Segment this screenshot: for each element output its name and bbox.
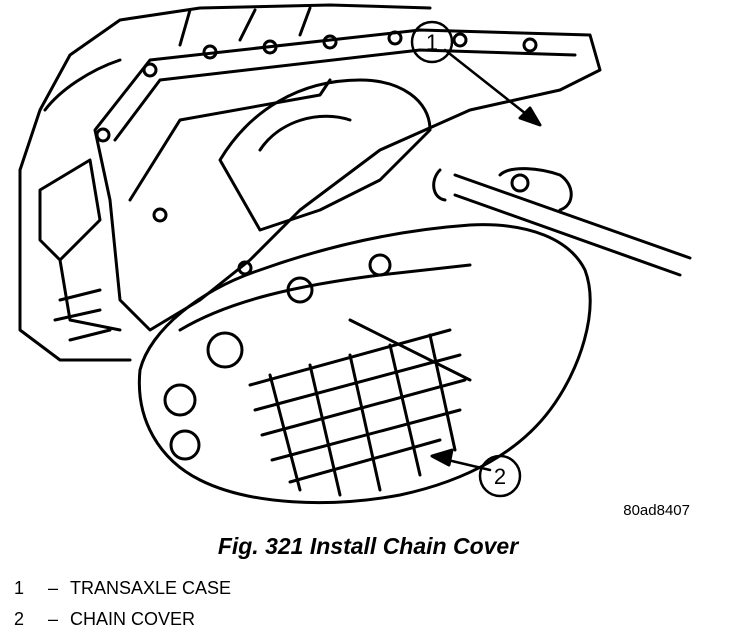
legend-label: TRANSAXLE CASE	[70, 578, 232, 598]
installation-tool	[432, 167, 692, 277]
chain-cover	[137, 223, 592, 505]
callout-1-number: 1	[426, 30, 438, 55]
callout-1-arrowhead	[518, 106, 542, 127]
legend-item: 2 –CHAIN COVER	[14, 609, 195, 630]
legend-number: 1	[14, 578, 25, 598]
legend-number: 2	[14, 609, 25, 629]
callout-2-circle	[478, 454, 522, 498]
callout-2-number: 2	[494, 464, 506, 489]
legend-label: CHAIN COVER	[70, 609, 196, 629]
callout-2-arrowhead	[430, 448, 454, 467]
transaxle-case	[18, 3, 602, 362]
callout-1-circle	[410, 20, 454, 64]
legend-dash: –	[47, 609, 58, 629]
transaxle-chain-cover-illustration: 1 2 80ad8407	[18, 3, 692, 519]
figure-caption: Fig. 321 Install Chain Cover	[217, 533, 519, 559]
legend-item: 1 –TRANSAXLE CASE	[14, 578, 231, 599]
image-code: 80ad8407	[623, 502, 690, 519]
legend-dash: –	[47, 578, 58, 598]
